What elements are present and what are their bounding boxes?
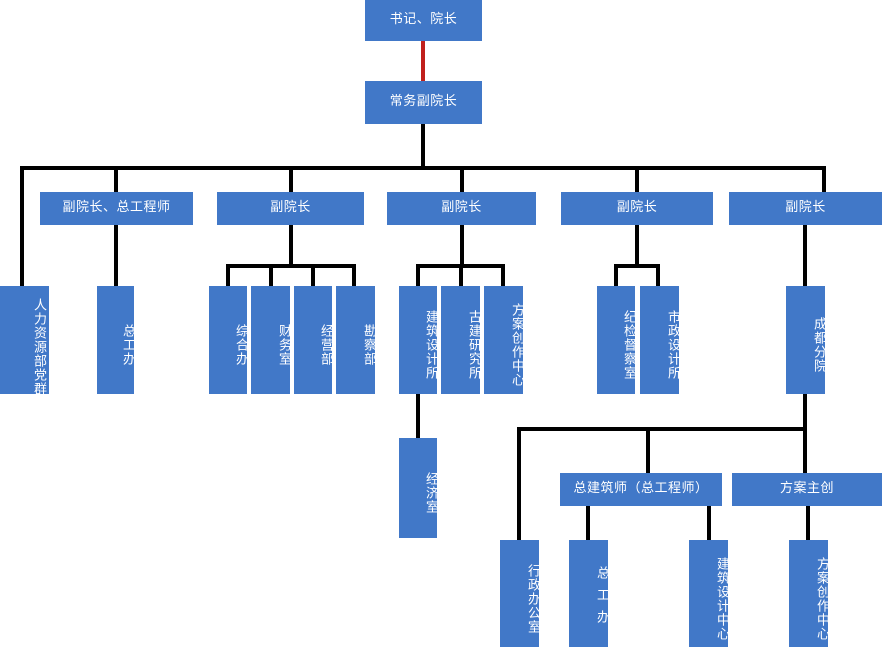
node-municipal-design-institute[interactable]: 市政设计所	[640, 286, 680, 394]
connector-vp3-drop	[460, 224, 464, 266]
connector-branch-bus	[517, 427, 807, 431]
connector-executive-vp-drop	[421, 124, 425, 169]
connector-bus-to-vp3	[460, 166, 464, 192]
node-branch-chief-engineer-office[interactable]: 总工办	[569, 540, 609, 647]
connector-vp4-to-discipline-inspection	[614, 264, 618, 288]
connector-branch-to-chief-architect	[646, 427, 650, 473]
node-vp-3[interactable]: 副院长	[387, 192, 536, 225]
node-chief-architect[interactable]: 总建筑师（总工程师）	[560, 473, 722, 506]
node-general-office[interactable]: 综合办	[209, 286, 248, 394]
node-chengdu-branch[interactable]: 成都分院	[786, 286, 826, 394]
connector-vp4-bus	[614, 264, 660, 268]
node-architectural-design-center[interactable]: 建筑设计中心	[689, 540, 729, 647]
node-hr-dept-label: 人力资源部	[31, 298, 46, 368]
connector-bus-to-vp1	[114, 166, 118, 192]
node-executive-vp[interactable]: 常务副院长	[365, 81, 482, 124]
connector-vp2-to-finance-office	[269, 264, 273, 288]
connector-vp2-to-general-office	[226, 264, 230, 288]
connector-root-to-executive-vp	[421, 40, 425, 81]
node-economics-office[interactable]: 经济室	[399, 438, 438, 538]
connector-vp2-to-operations-dept	[311, 264, 315, 288]
node-survey-department[interactable]: 勘察部	[336, 286, 376, 394]
connector-vp4-to-municipal-institute	[656, 264, 660, 288]
node-party-affairs-dept-label: 党群工作部	[31, 368, 46, 438]
connector-bus-to-hr-column	[20, 166, 24, 288]
node-vp-chief-engineer[interactable]: 副院长、总工程师	[40, 192, 193, 225]
connector-vp3-to-arch-design-institute	[416, 264, 420, 288]
connector-vp4-drop	[635, 224, 639, 266]
connector-chief-architect-to-chief-eng-office	[586, 505, 590, 540]
node-hr-and-party-affairs[interactable]: 人力资源部党群工作部	[0, 286, 49, 438]
node-root[interactable]: 书记、院长	[365, 0, 482, 41]
connector-chengdu-branch-drop	[803, 394, 807, 429]
connector-vp5-to-chengdu-branch	[803, 224, 807, 288]
connector-bus-to-vp2	[289, 166, 293, 192]
node-operations-department[interactable]: 经营部	[294, 286, 333, 394]
node-discipline-inspection-office[interactable]: 纪检督察室	[597, 286, 636, 394]
node-finance-office[interactable]: 财务室	[251, 286, 291, 394]
connector-arch-institute-to-economics-office	[416, 394, 420, 438]
node-architectural-design-institute[interactable]: 建筑设计所	[399, 286, 438, 394]
node-ancient-architecture-institute[interactable]: 古建研究所	[441, 286, 481, 394]
connector-vp-bus	[20, 166, 826, 170]
connector-vp1-to-chief-eng-office	[114, 224, 118, 288]
connector-vp2-bus	[226, 264, 356, 268]
connector-branch-to-admin-office	[517, 427, 521, 540]
node-branch-scheme-creation-center[interactable]: 方案创作中心	[789, 540, 829, 647]
node-administrative-office[interactable]: 行政办公室	[500, 540, 540, 647]
node-vp-5[interactable]: 副院长	[729, 192, 882, 225]
connector-vp3-to-ancient-arch-institute	[459, 264, 463, 288]
node-vp-2[interactable]: 副院长	[217, 192, 364, 225]
node-vp-4[interactable]: 副院长	[561, 192, 713, 225]
node-chief-engineer-office[interactable]: 总工办	[97, 286, 135, 394]
connector-scheme-lead-to-scheme-center	[806, 505, 810, 540]
connector-vp2-drop	[289, 224, 293, 266]
connector-vp3-to-scheme-creation-center	[501, 264, 505, 288]
node-scheme-creation-center[interactable]: 方案创作中心	[484, 286, 524, 394]
connector-vp2-to-survey-dept	[352, 264, 356, 288]
node-scheme-lead[interactable]: 方案主创	[732, 473, 882, 506]
connector-bus-to-vp4	[635, 166, 639, 192]
connector-branch-to-scheme-lead	[803, 427, 807, 473]
connector-bus-to-vp5	[822, 166, 826, 192]
connector-chief-architect-to-arch-design-center	[707, 505, 711, 540]
